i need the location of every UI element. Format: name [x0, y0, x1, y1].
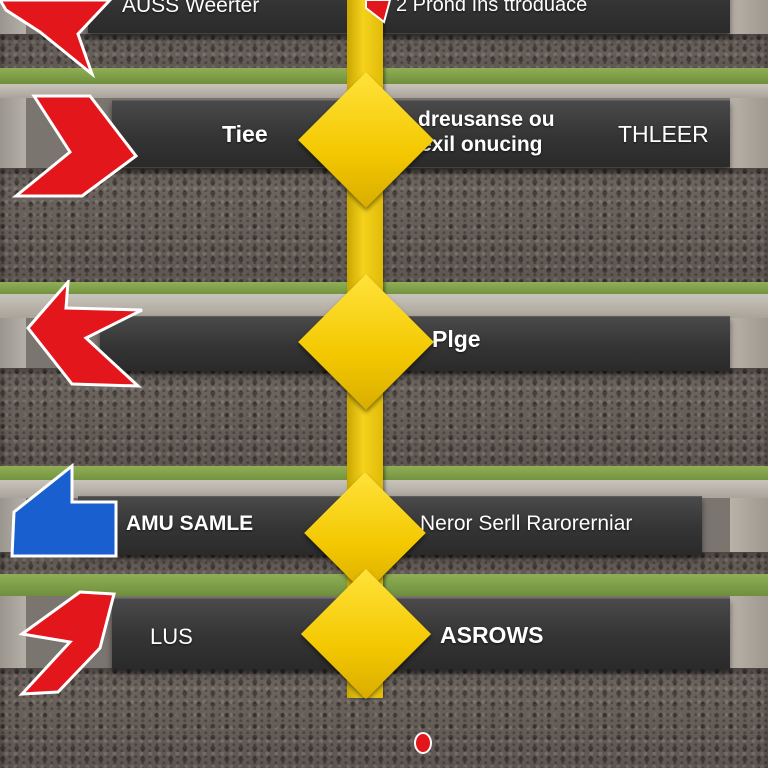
band-1-left-label: AUSS Weerter [122, 0, 260, 17]
red-dot-icon [416, 734, 430, 752]
grass-strip [0, 282, 768, 296]
band-4-left-label: AMU SAMLE [126, 512, 254, 535]
grass-strip [0, 68, 768, 84]
red-chevron-arrow-icon [12, 94, 139, 198]
curb [0, 480, 768, 498]
stone-wall [0, 668, 768, 768]
sign-band-1 [88, 0, 730, 33]
stone-wall [0, 34, 768, 72]
red-chevron-arrow-icon [26, 280, 143, 388]
red-chevron-arrow-icon [365, 0, 392, 24]
band-2-middle-line-1: dreusanse ou [418, 108, 555, 131]
blue-chevron-arrow-icon [10, 462, 118, 558]
band-3-right-label: Plge [432, 326, 481, 352]
band-2-right-label: THLEER [618, 121, 709, 147]
grass-strip [0, 466, 768, 482]
band-2-middle-line-2: exil onucing [420, 133, 543, 156]
band-2-left-label: Tiee [222, 121, 268, 147]
red-chevron-arrow-icon [0, 0, 113, 78]
grass-strip [0, 574, 768, 596]
band-1-right-label: 2 Prond Ins ttroduace [396, 0, 588, 16]
band-5-left-label: LUS [150, 624, 193, 649]
red-chevron-arrow-icon [18, 590, 116, 696]
band-4-right-label: Neror Serll Rarorerniar [420, 512, 633, 535]
band-5-right-label: ASROWS [440, 622, 544, 648]
